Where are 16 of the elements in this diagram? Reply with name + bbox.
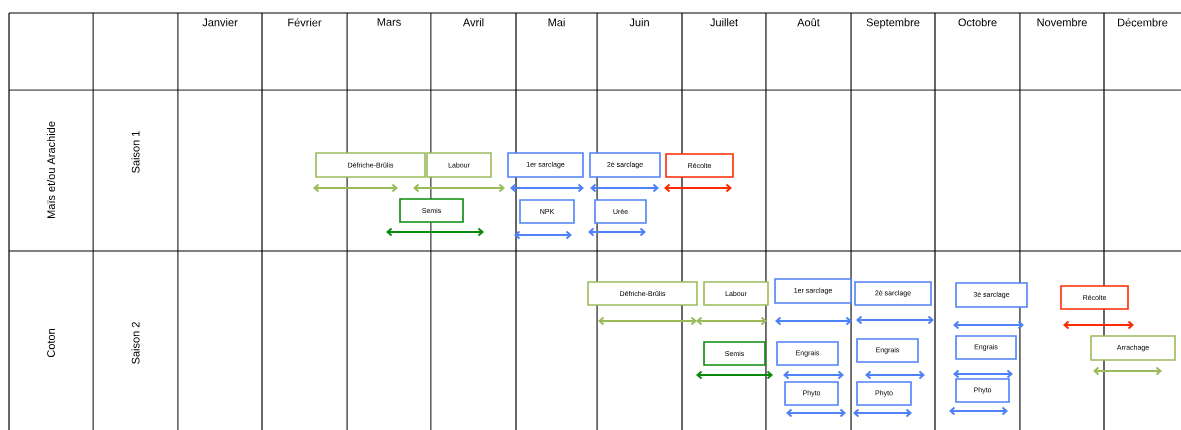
month-header: Janvier: [202, 18, 238, 27]
month-header: Décembre: [1118, 18, 1168, 27]
month-header: Juin: [629, 18, 649, 27]
season-label: Saison 1: [131, 131, 140, 173]
month-header: Avril: [462, 18, 484, 27]
month-header: Février: [288, 18, 322, 27]
month-header: Juillet: [710, 18, 738, 27]
month-header: Novembre: [1037, 18, 1087, 27]
month-header: Mai: [548, 18, 565, 27]
season-label: Saison 2: [131, 322, 140, 364]
month-header: Octobre: [958, 18, 997, 27]
month-header: Août: [797, 18, 820, 27]
month-header: Mars: [377, 18, 401, 26]
crop-label: Maïs et/ou Arachide: [47, 121, 56, 218]
month-header: Septembre: [866, 18, 920, 29]
crop-label: Coton: [47, 329, 55, 358]
